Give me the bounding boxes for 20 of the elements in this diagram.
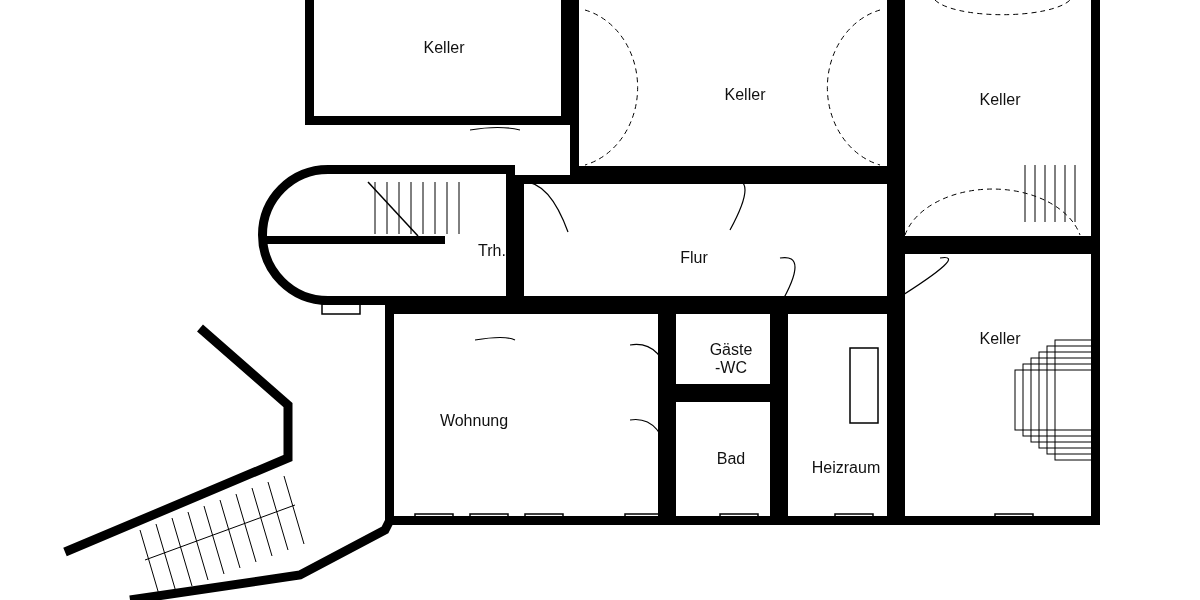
room <box>779 305 896 525</box>
room <box>515 175 896 305</box>
room <box>896 0 1100 245</box>
room-label: Flur <box>680 249 708 267</box>
room-label: Bad <box>716 450 746 468</box>
room-label: Wohnung <box>439 412 509 430</box>
room-label: Trh. <box>478 242 506 260</box>
room-label: Gäste -WC <box>708 341 754 377</box>
room <box>305 0 570 125</box>
room <box>667 305 779 393</box>
room <box>896 245 1100 525</box>
room-label: Keller <box>979 91 1021 109</box>
room-label: Heizraum <box>811 459 881 477</box>
room <box>667 393 779 525</box>
room <box>570 0 896 175</box>
room-label: Keller <box>724 86 766 104</box>
room-label: Keller <box>423 39 465 57</box>
room <box>385 305 667 525</box>
room-label: Keller <box>979 330 1021 348</box>
room <box>258 165 515 305</box>
